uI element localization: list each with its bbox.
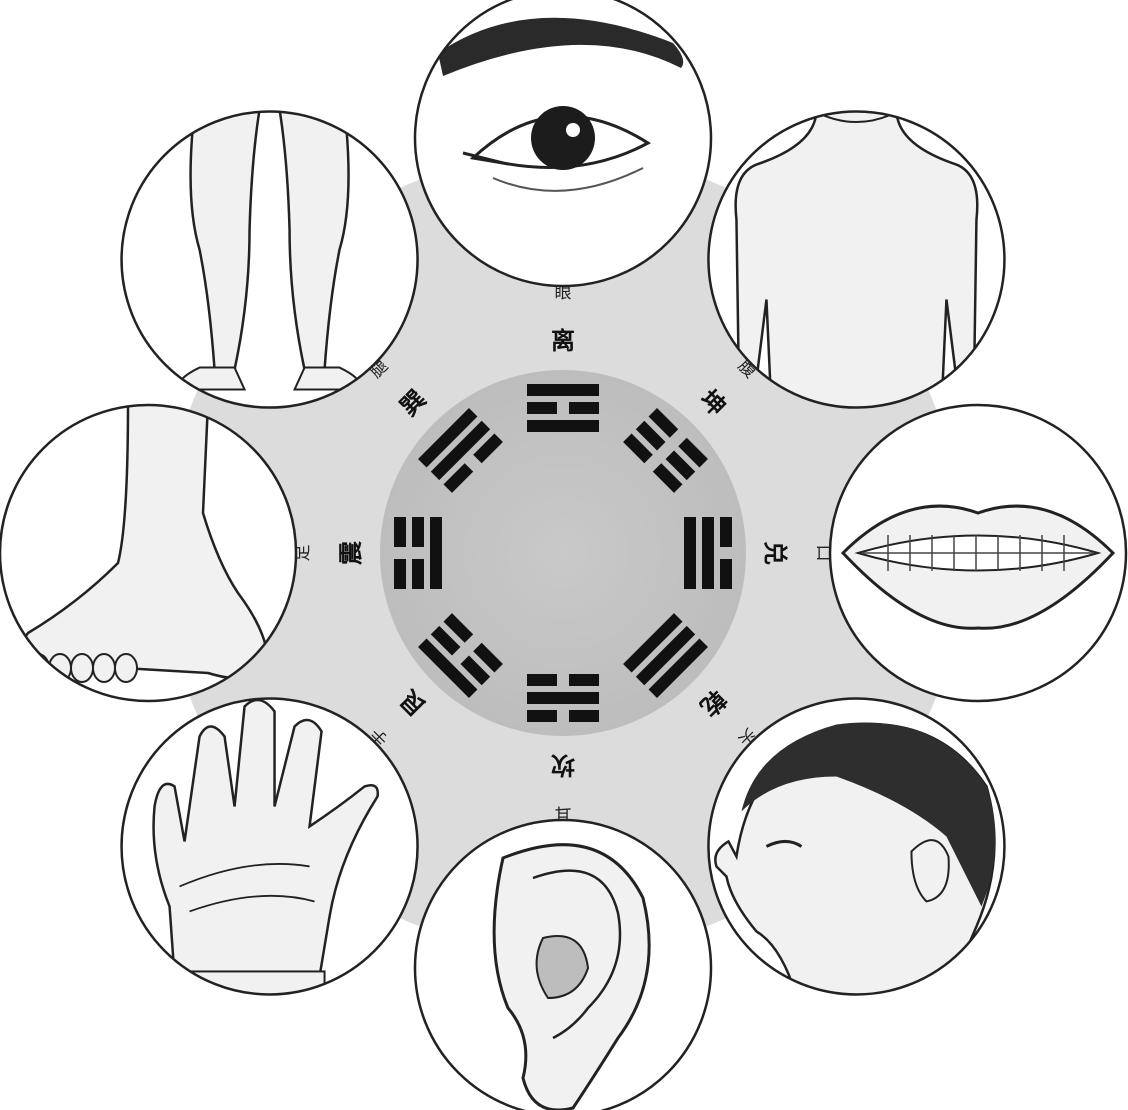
- yin-line-left: [569, 710, 599, 722]
- yin-line-left: [412, 559, 424, 589]
- yin-line-right: [527, 674, 557, 686]
- yang-line: [684, 517, 696, 589]
- yang-line: [430, 517, 442, 589]
- legs-illustration: [122, 110, 418, 408]
- trigram-name-li: 离: [551, 327, 575, 355]
- yin-line-left: [720, 517, 732, 547]
- yin-line-left: [527, 402, 557, 414]
- yang-line: [702, 517, 714, 589]
- mouth-illustration: [830, 405, 1126, 701]
- yin-line-right: [720, 559, 732, 589]
- trigram-name-zhen: 震: [337, 540, 365, 565]
- yin-line-right: [412, 517, 424, 547]
- yang-line: [527, 420, 599, 432]
- foot-illustration: [0, 403, 296, 701]
- yang-line: [527, 384, 599, 396]
- yin-line-right: [394, 517, 406, 547]
- eye-illustration: [415, 0, 711, 286]
- yin-line-right: [569, 402, 599, 414]
- ear-illustration: [415, 820, 711, 1110]
- head-illustration: [708, 698, 1004, 996]
- yang-line: [527, 692, 599, 704]
- yin-line-right: [527, 710, 557, 722]
- yin-line-left: [569, 674, 599, 686]
- yin-line-left: [394, 559, 406, 589]
- hand-illustration: [122, 698, 418, 1001]
- trigram-name-kan: 坎: [551, 751, 575, 779]
- torso-illustration: [708, 110, 1004, 410]
- trigram-name-dui: 兑: [761, 541, 789, 565]
